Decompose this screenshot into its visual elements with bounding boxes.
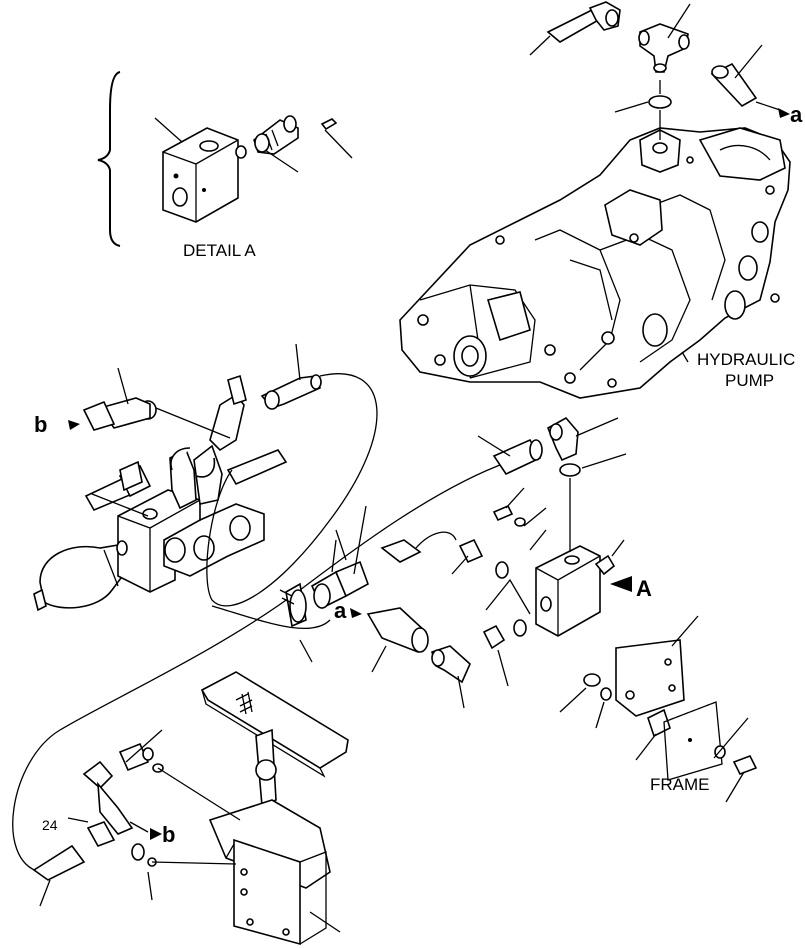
hose-loop xyxy=(206,373,378,607)
top-o-ring xyxy=(648,95,672,109)
mount-plate: FRAME xyxy=(559,615,758,803)
detail-bracket xyxy=(97,71,121,247)
a-mid-label: a xyxy=(334,598,347,623)
accumulator xyxy=(39,543,131,609)
long-hose xyxy=(12,461,509,873)
callout-24-label: 24 xyxy=(42,817,58,833)
lower-left-fittings: b 24 xyxy=(32,729,241,907)
pedal-valve xyxy=(200,671,349,946)
b-bottom-label: b xyxy=(162,822,175,847)
A-arrow-label: A xyxy=(636,576,652,601)
a-top-label: a xyxy=(790,102,803,127)
detail-a-label: DETAIL A xyxy=(183,241,256,260)
left-valve-assembly: b xyxy=(33,343,322,612)
detail-screw xyxy=(320,118,338,131)
detail-a-group: DETAIL A xyxy=(97,71,353,260)
center-valve-block: A xyxy=(477,416,652,637)
detail-o-ring xyxy=(235,145,247,159)
frame-label: FRAME xyxy=(650,775,710,794)
b-left-label: b xyxy=(34,412,47,437)
pump-top-fittings: a xyxy=(529,1,803,140)
hydraulic-pump: HYDRAULIC PUMP xyxy=(399,127,795,399)
hydraulic-label: HYDRAULIC xyxy=(697,350,795,369)
center-fittings: a xyxy=(279,505,547,709)
pump-label: PUMP xyxy=(725,371,774,390)
